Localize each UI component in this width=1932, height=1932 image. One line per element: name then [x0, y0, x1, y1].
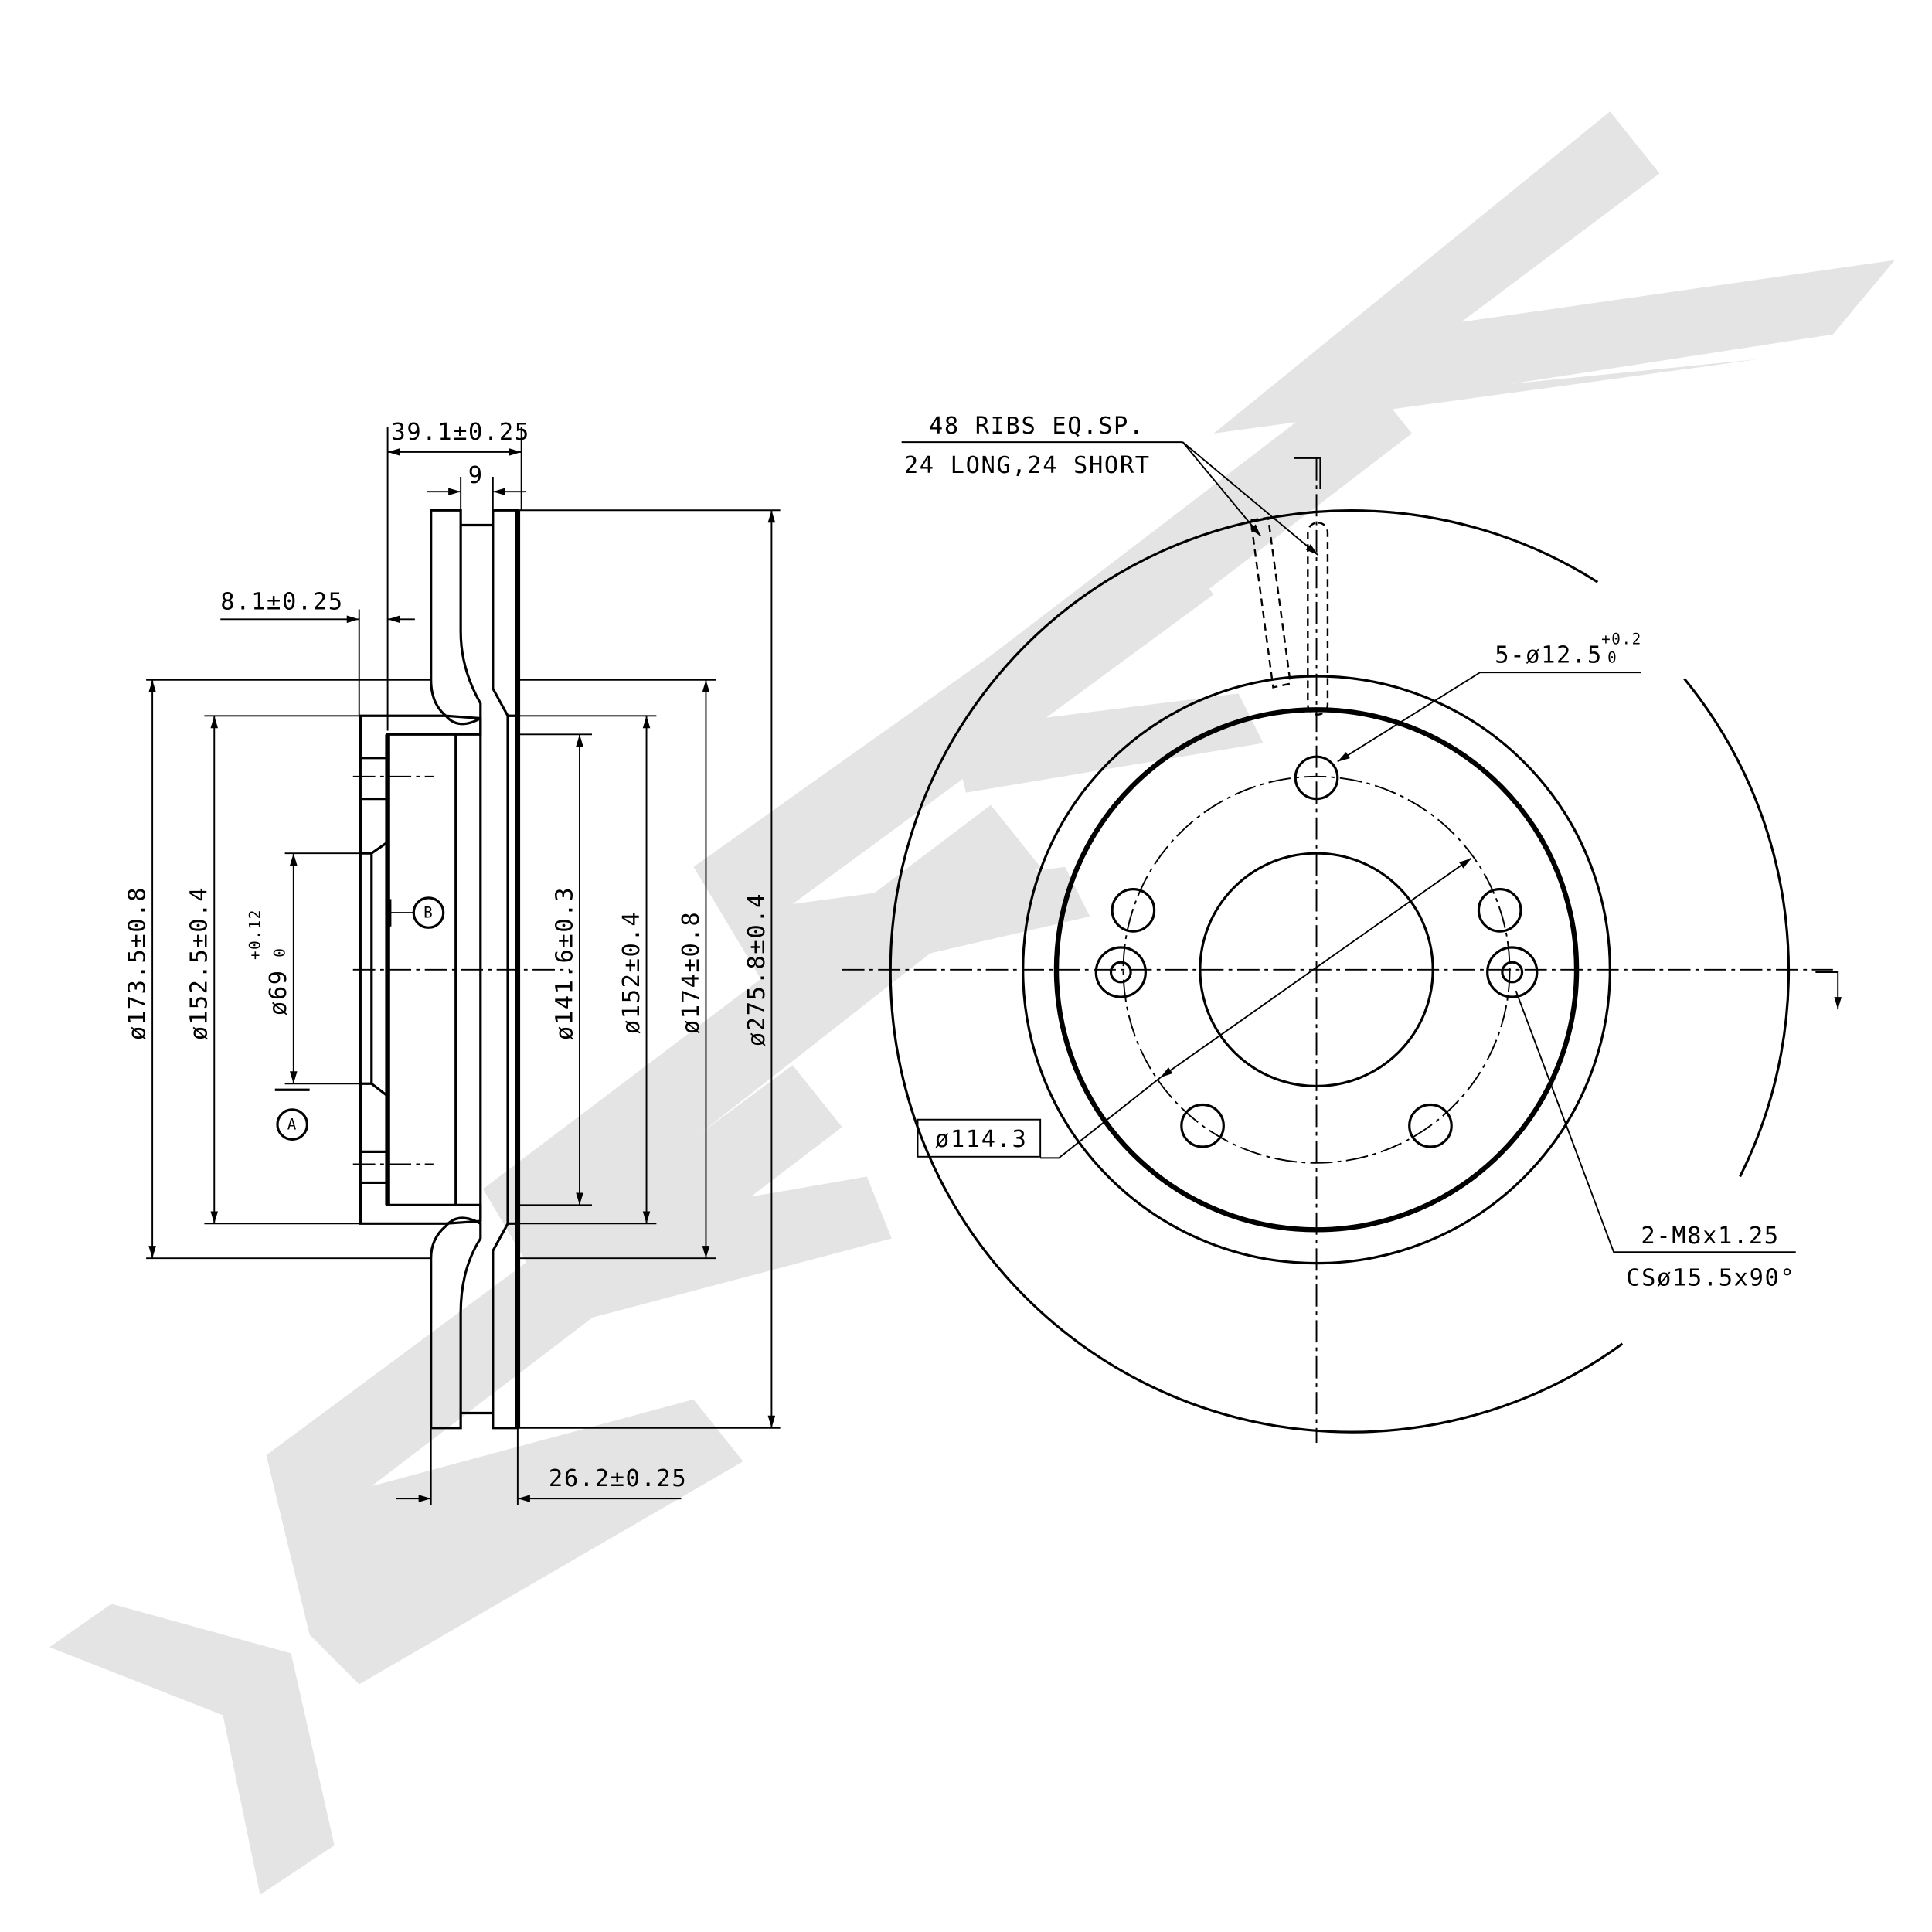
section-view: 39.1±0.25 9 8.1±0.25 26.2±0.25: [124, 419, 781, 1505]
hat-wall-bottom: [359, 1082, 389, 1153]
hat-wall-top: [359, 798, 389, 855]
watermark-logo: [49, 111, 1895, 1895]
dim-d152: ø152±0.4: [618, 911, 645, 1034]
dim-d69-tol-lower: 0: [271, 947, 289, 957]
datum-a: A: [287, 1116, 298, 1134]
datum-b: B: [423, 904, 434, 922]
long-rib: [1307, 522, 1329, 716]
threaded-holes: [1094, 946, 1539, 998]
dim-d173-5: ø173.5±0.8: [124, 886, 151, 1040]
thread-note-line1: 2-M8x1.25: [1641, 1223, 1779, 1250]
bolt-hole-tol-lower: 0: [1607, 648, 1617, 666]
bolt-hole-note: 5-ø12.5: [1495, 641, 1603, 668]
dim-d69: ø69: [265, 969, 292, 1015]
pcd-label: ø114.3: [935, 1126, 1028, 1153]
thread-note-line2: CSø15.5x90°: [1626, 1264, 1795, 1291]
datum-b-symbol: [412, 896, 445, 929]
inner-plate-top: [492, 509, 519, 717]
dim-d174: ø174±0.8: [678, 911, 705, 1034]
outer-plate-top: [430, 509, 482, 726]
ribs-note-line1: 48 RIBS EQ.SP.: [929, 413, 1145, 440]
front-view: 48 RIBS EQ.SP. 24 LONG,24 SHORT 5-ø12.5 …: [842, 413, 1842, 1443]
ribs-note-line2: 24 LONG,24 SHORT: [904, 452, 1151, 479]
datum-a-symbol: [276, 1108, 309, 1141]
dim-d152-5: ø152.5±0.4: [186, 886, 213, 1040]
dim-vent-gap: 9: [468, 462, 484, 489]
hat-flange-bottom: [359, 1181, 482, 1225]
dim-disc-thickness: 26.2±0.25: [549, 1465, 687, 1492]
dim-d141-6: ø141.6±0.3: [551, 886, 578, 1040]
bolt-hole-tol-upper: +0.2: [1601, 630, 1642, 648]
bolt-holes: [1111, 755, 1522, 1148]
outer-plate-bottom: [430, 1216, 482, 1430]
inner-plate-bottom: [492, 1222, 519, 1430]
dim-d275-8: ø275.8±0.4: [743, 893, 770, 1046]
dim-overall-width: 39.1±0.25: [391, 419, 529, 446]
hat-flange-top: [359, 714, 482, 760]
pcd-box: [917, 1118, 1042, 1158]
dim-d69-tol-upper: +0.12: [247, 909, 264, 960]
dim-hat-offset: 8.1±0.25: [220, 588, 343, 615]
disc-outer-edge: [889, 509, 1624, 1434]
